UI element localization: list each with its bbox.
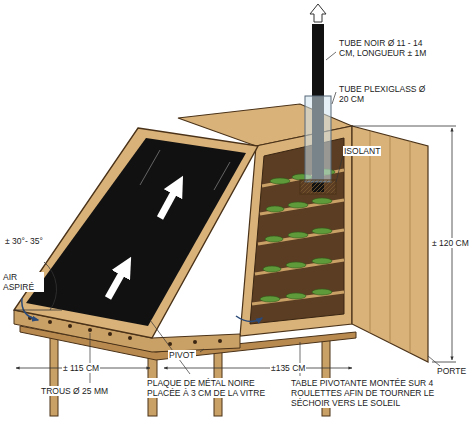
shelves bbox=[252, 170, 344, 304]
black-metal-plate bbox=[26, 138, 246, 326]
label: TABLE PIVOTANTE MONTÉE SUR 4 ROULETTES A… bbox=[290, 378, 442, 408]
dimension-lines bbox=[16, 126, 456, 368]
leader-lines bbox=[90, 52, 440, 383]
door-planks bbox=[370, 131, 410, 353]
collector-frame bbox=[14, 128, 258, 338]
label: TROUS Ø 25 MM bbox=[40, 386, 109, 396]
label: ± 30°- 35° bbox=[4, 236, 44, 246]
insulation bbox=[300, 180, 336, 194]
label: PIVOT bbox=[168, 350, 196, 360]
label: ISOLANT bbox=[343, 146, 381, 156]
label: ± 120 CM bbox=[431, 238, 470, 248]
cabinet-front bbox=[240, 126, 352, 336]
warm-air-arrows bbox=[108, 185, 178, 298]
label: ± 115 CM bbox=[62, 363, 100, 373]
label: ±135 CM bbox=[270, 363, 306, 373]
label: PLAQUE DE MÉTAL NOIRE PLACÉE À 3 CM DE L… bbox=[146, 378, 274, 398]
air-flow-arrow bbox=[236, 316, 262, 322]
door bbox=[352, 126, 428, 362]
air-intake-arrow bbox=[22, 298, 38, 320]
plexiglass-tube bbox=[305, 96, 331, 182]
label: TUBE NOIR Ø 11 - 14 CM, LONGUEUR ± 1M bbox=[338, 38, 432, 58]
glass-reflection bbox=[140, 150, 230, 190]
label: PORTE bbox=[436, 366, 467, 376]
label: AIR ASPIRÉ bbox=[2, 272, 44, 292]
drying-produce bbox=[260, 169, 335, 302]
label: TUBE PLEXIGLASS Ø 20 CM bbox=[338, 84, 436, 104]
airflow-arrow bbox=[310, 4, 326, 22]
